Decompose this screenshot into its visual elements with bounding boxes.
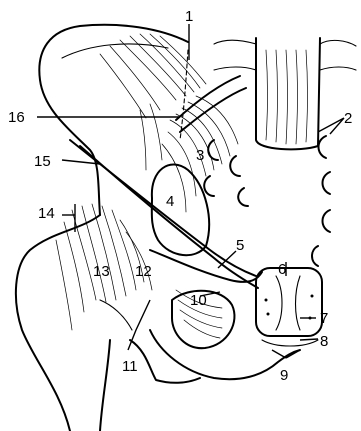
iliac-wing-hatching bbox=[100, 34, 206, 118]
label-12: 12 bbox=[135, 263, 152, 280]
vertebra-striations bbox=[266, 50, 308, 144]
label-13: 13 bbox=[93, 263, 110, 280]
femur-shaft-inner bbox=[100, 340, 110, 431]
lumbar-vertebra bbox=[256, 38, 320, 149]
label-8: 8 bbox=[320, 333, 328, 350]
label-14: 14 bbox=[38, 205, 55, 222]
ischium-outline bbox=[150, 250, 262, 282]
label-6: 6 bbox=[278, 261, 286, 278]
vertebra-left-process bbox=[214, 40, 256, 70]
iliolumbar-ligament-lower bbox=[180, 88, 246, 132]
iliac-crest-inner bbox=[62, 44, 168, 58]
symphysis-disc bbox=[276, 276, 300, 330]
femur-outline bbox=[16, 215, 100, 431]
label-4: 4 bbox=[166, 193, 174, 210]
label-5: 5 bbox=[236, 237, 244, 254]
vertebra-right-process bbox=[320, 40, 356, 70]
sacral-foramina bbox=[204, 136, 330, 266]
label-1: 1 bbox=[185, 8, 193, 25]
label-9: 9 bbox=[280, 367, 288, 384]
label-2: 2 bbox=[344, 110, 352, 127]
iliolumbar-ligament bbox=[176, 76, 240, 120]
femur-neck bbox=[100, 300, 132, 330]
label-16: 16 bbox=[8, 109, 25, 126]
label-3: 3 bbox=[196, 147, 204, 164]
label-15: 15 bbox=[34, 153, 51, 170]
inferior-pubic-ligament bbox=[262, 340, 318, 346]
label-7: 7 bbox=[320, 310, 328, 327]
label-11: 11 bbox=[122, 358, 138, 375]
label-10: 10 bbox=[190, 292, 207, 309]
pubic-symphysis bbox=[256, 268, 322, 336]
ilium-outline bbox=[39, 25, 188, 215]
sacroiliac-ligament-fibres bbox=[140, 96, 238, 212]
